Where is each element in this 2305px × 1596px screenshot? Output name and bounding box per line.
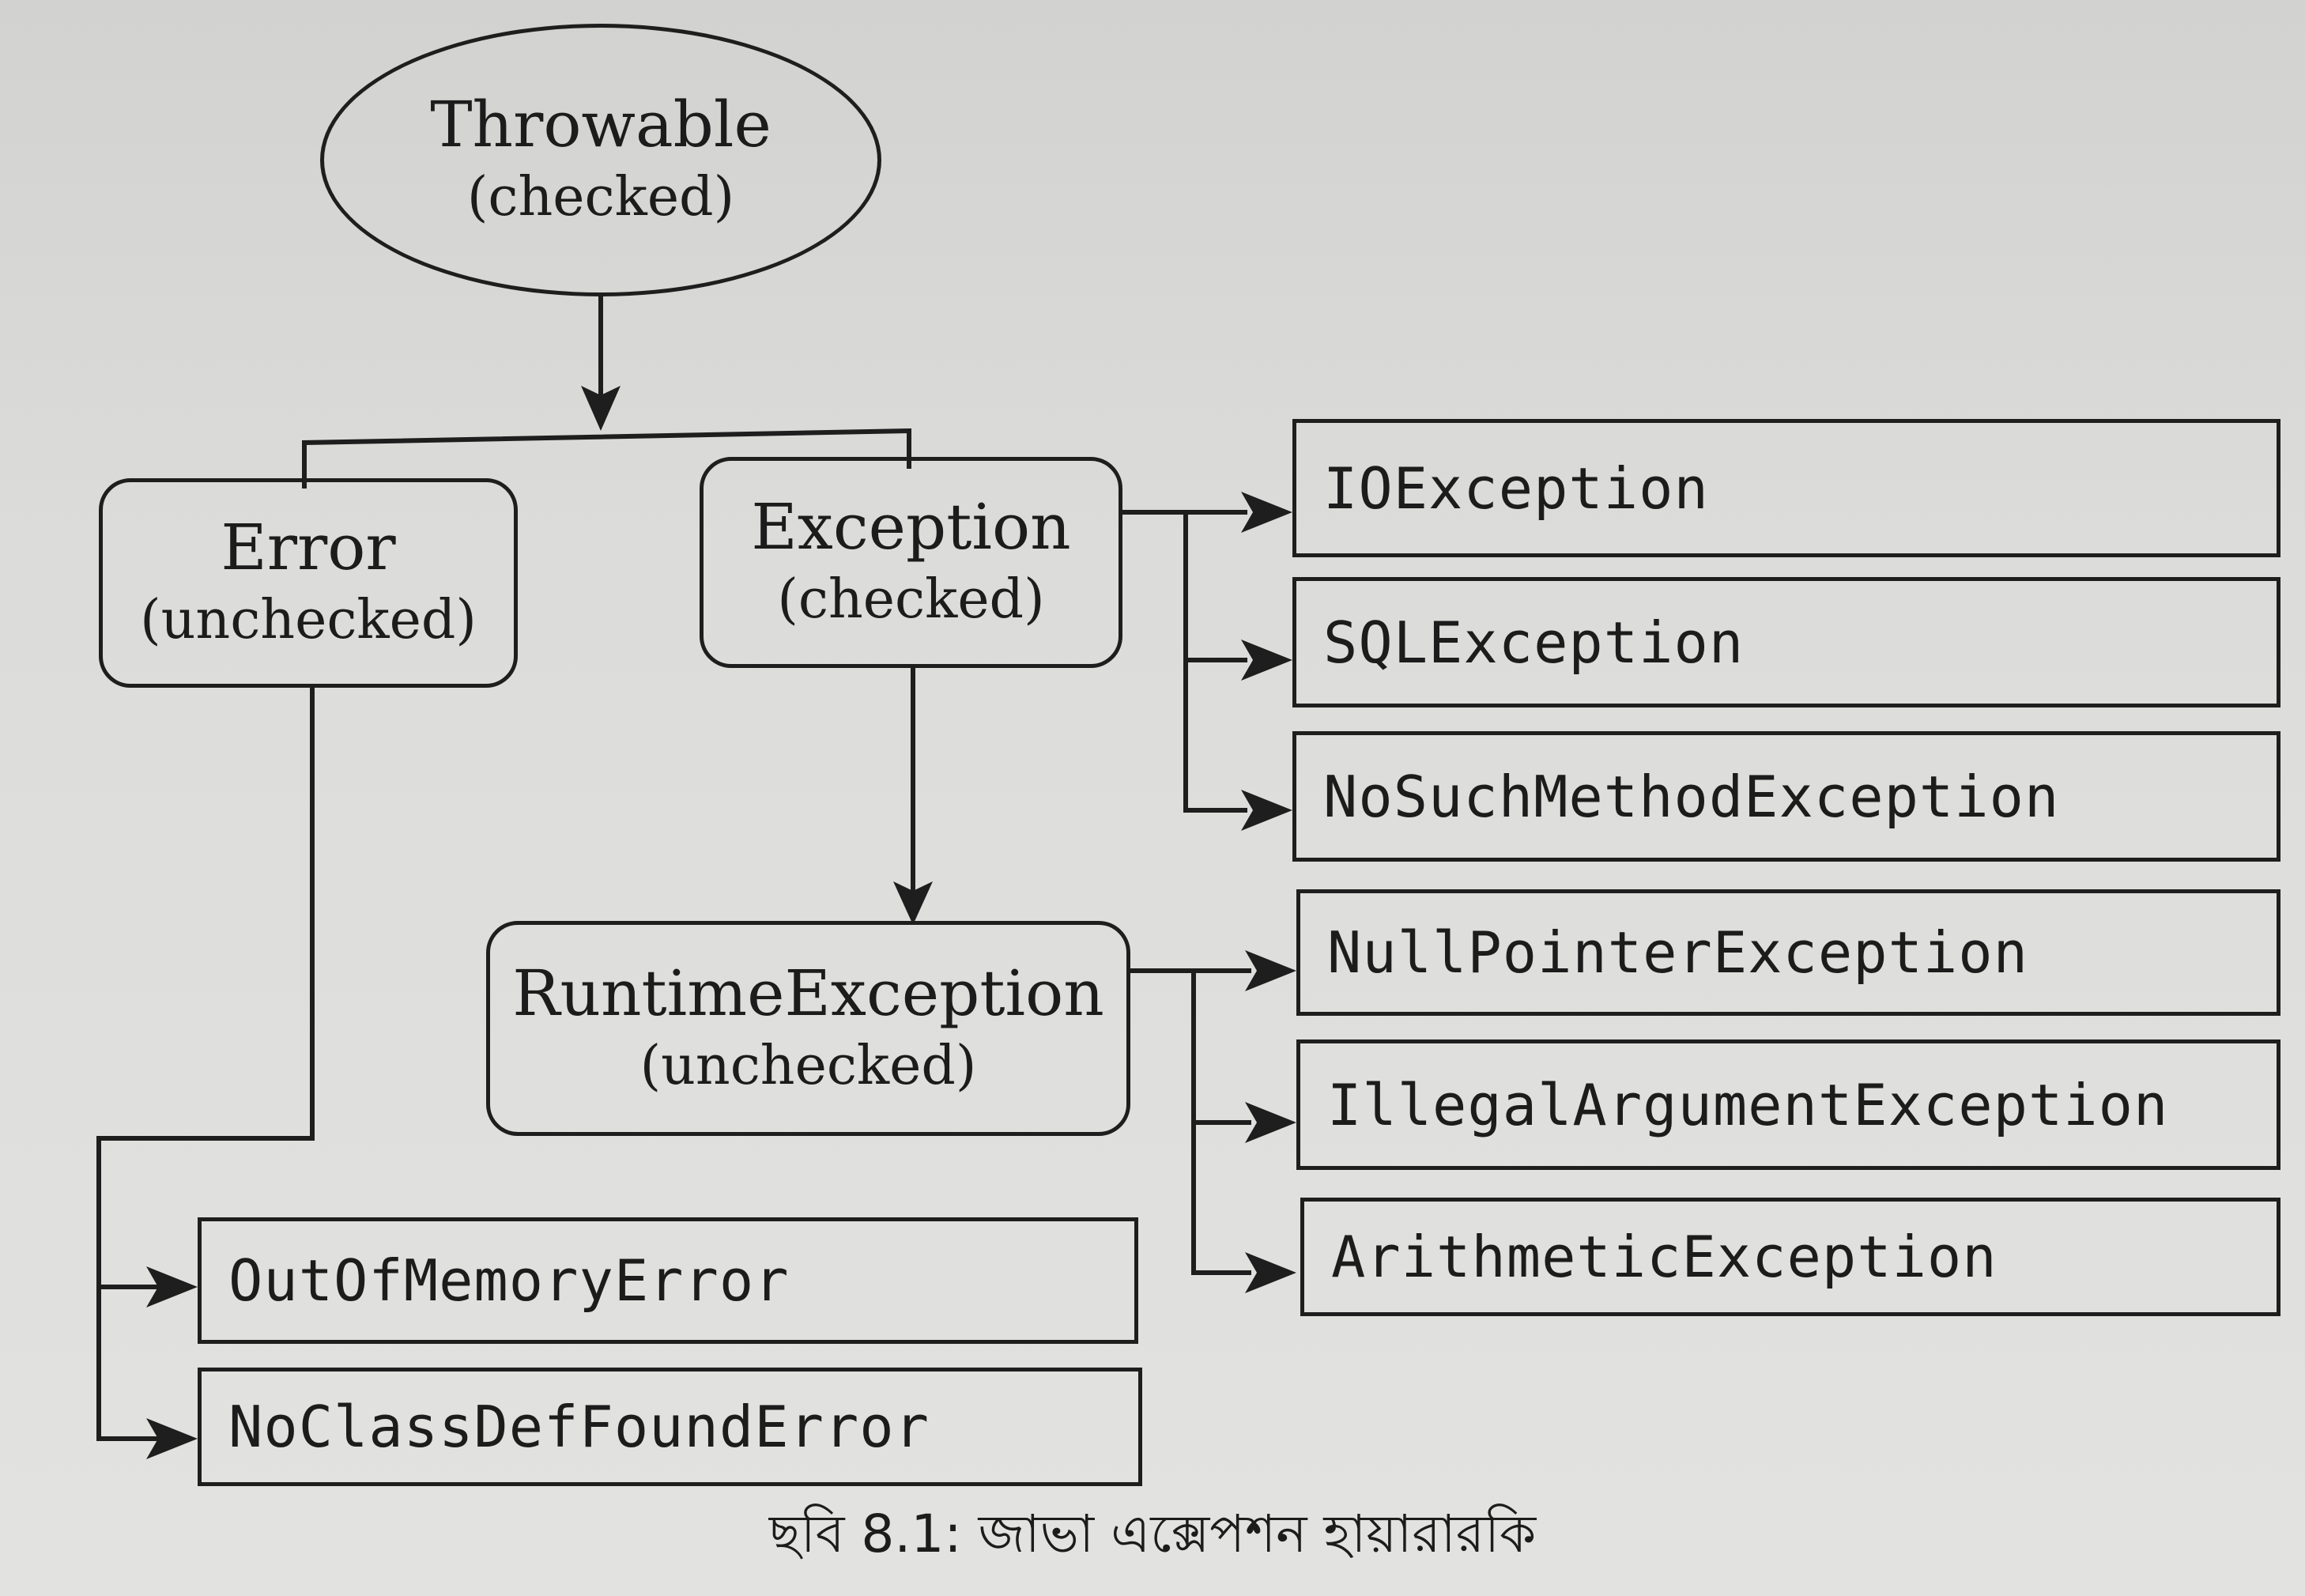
arrowhead-to-npe (1245, 950, 1296, 991)
runtime-exception-node: RuntimeException (unchecked) (486, 921, 1130, 1136)
nullpointerexception-box: NullPointerException (1296, 889, 2280, 1016)
arrowhead-to-iae (1245, 1102, 1296, 1143)
noclassdeffounderror-box: NoClassDefFoundError (198, 1368, 1142, 1486)
illegalargumentexception-label: IllegalArgumentException (1327, 1071, 2169, 1138)
throwable-node: Throwable (checked) (320, 24, 881, 296)
arrowhead-to-ncdf (146, 1418, 198, 1459)
sqlexception-box: SQLException (1292, 577, 2280, 707)
outofmemoryerror-label: OutOfMemoryError (228, 1247, 790, 1314)
noclassdeffounderror-label: NoClassDefFoundError (228, 1394, 930, 1460)
exception-node: Exception (checked) (700, 457, 1122, 668)
arithmeticexception-box: ArithmeticException (1300, 1198, 2280, 1316)
arrowhead-to-arith (1245, 1252, 1296, 1293)
nosuchmethodexception-box: NoSuchMethodException (1292, 731, 2280, 862)
runtime-exception-kind: (unchecked) (639, 1034, 977, 1097)
throwable-kind: (checked) (466, 166, 735, 229)
ioexception-label: IOException (1323, 455, 1709, 522)
figure-caption: ছবি 8.1: জাভা এক্সেপশন হায়ারারকি (768, 1504, 1537, 1564)
exception-label: Exception (751, 490, 1071, 564)
exception-trunk-line (1183, 510, 1247, 813)
illegalargumentexception-box: IllegalArgumentException (1296, 1039, 2280, 1170)
outofmemoryerror-box: OutOfMemoryError (198, 1217, 1138, 1344)
exception-kind: (checked) (777, 568, 1045, 632)
nosuchmethodexception-label: NoSuchMethodException (1323, 763, 2060, 830)
arrowhead-to-io (1241, 492, 1292, 533)
arrowhead-to-nsme (1241, 790, 1292, 831)
ioexception-box: IOException (1292, 419, 2280, 557)
sqlexception-label: SQLException (1323, 609, 1745, 676)
nullpointerexception-label: NullPointerException (1327, 919, 2028, 986)
arrowhead-to-oom (146, 1266, 198, 1307)
arrowhead-to-sql (1241, 640, 1292, 681)
throwable-label: Throwable (430, 88, 771, 162)
arrowhead-to-runtime (893, 881, 933, 925)
error-node: Error (unchecked) (99, 478, 518, 688)
error-kind: (unchecked) (140, 589, 477, 652)
runtime-exception-label: RuntimeException (512, 956, 1104, 1030)
error-label: Error (221, 511, 396, 585)
runtime-trunk-line (1191, 968, 1251, 1275)
throwable-branch-line (302, 428, 911, 489)
arithmeticexception-label: ArithmeticException (1331, 1224, 1998, 1290)
arrowhead-to-branch (581, 386, 621, 431)
